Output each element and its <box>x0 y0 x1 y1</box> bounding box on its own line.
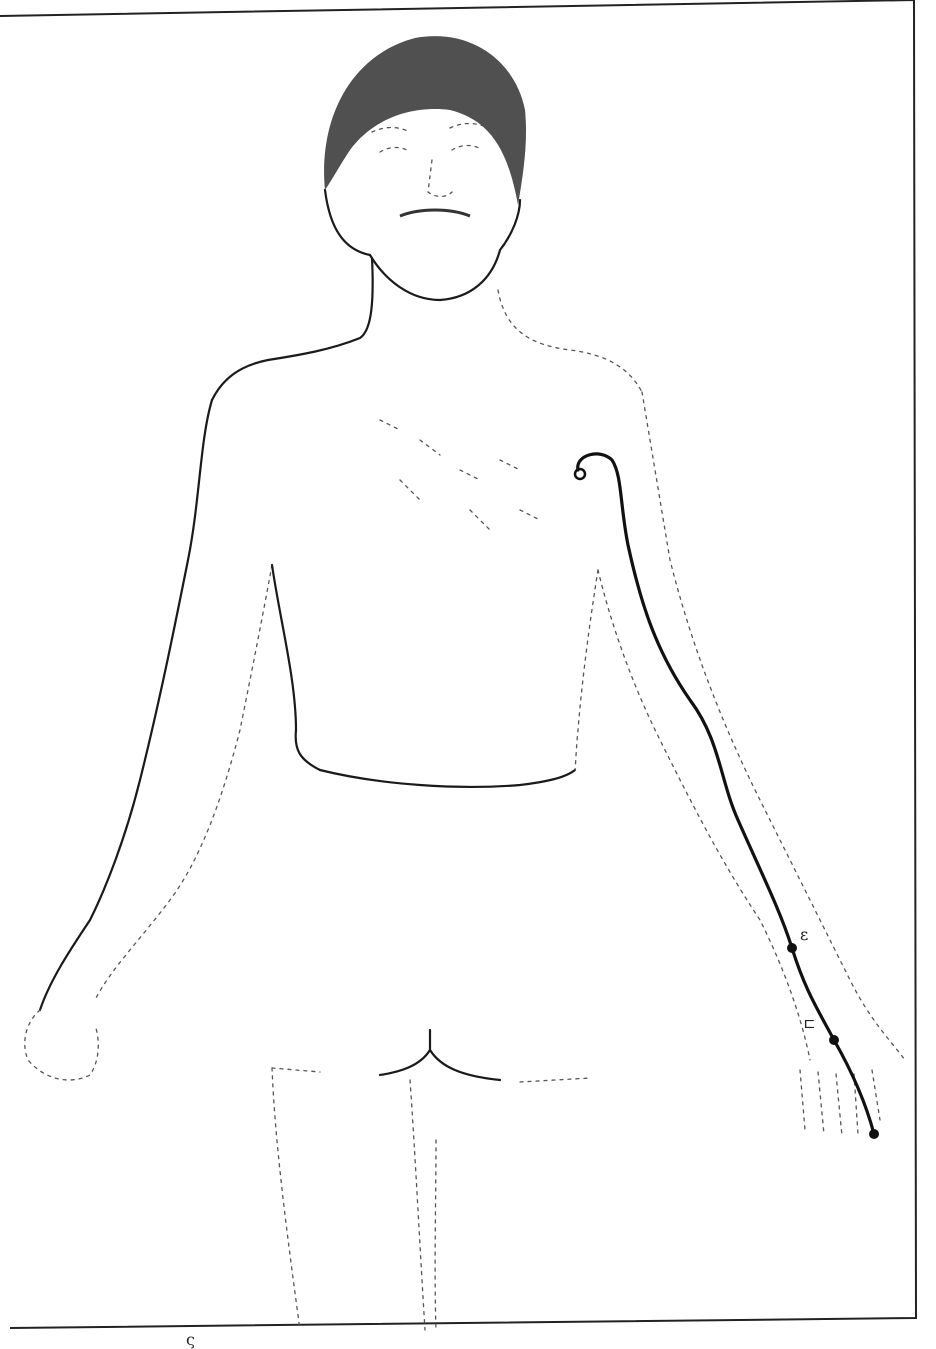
right-arm-outer <box>642 392 905 1060</box>
acupoint-lower <box>829 1035 839 1045</box>
left-leg-inner <box>410 1080 425 1330</box>
neck-left-shoulder <box>212 258 373 400</box>
hair <box>324 36 526 205</box>
acupoint-upper-label: ε <box>800 925 808 944</box>
left-leg-outer <box>272 1068 300 1330</box>
caption-mark: ς <box>186 1330 195 1349</box>
acupoint-lower-label: ㄷ <box>802 1015 817 1034</box>
right-arm-inner <box>598 570 810 1060</box>
acupoint-end <box>869 1129 879 1139</box>
hip-line-left <box>272 1068 320 1072</box>
left-arm-inner <box>95 565 272 1000</box>
mouth <box>400 210 470 216</box>
left-hand <box>25 1010 99 1080</box>
torso-left <box>272 565 320 770</box>
meridian-start-hook <box>575 469 585 479</box>
meridian-channel-line <box>578 454 874 1134</box>
left-arm-outer <box>40 400 212 1010</box>
waistline <box>320 770 575 787</box>
groin <box>380 1030 500 1080</box>
right-hand-fingers <box>800 1070 880 1136</box>
neck-right-shoulder <box>498 290 642 392</box>
eyebrow-left <box>372 128 410 133</box>
eye-right <box>452 146 482 151</box>
eye-left <box>380 148 410 153</box>
head-outline <box>325 190 520 300</box>
hip-line-right <box>520 1078 590 1082</box>
page-frame <box>0 0 916 1328</box>
nose <box>428 160 452 197</box>
right-leg-inner <box>435 1140 436 1330</box>
torso-right <box>575 570 598 770</box>
chest-texture <box>380 420 540 530</box>
acupoint-upper <box>787 943 797 953</box>
